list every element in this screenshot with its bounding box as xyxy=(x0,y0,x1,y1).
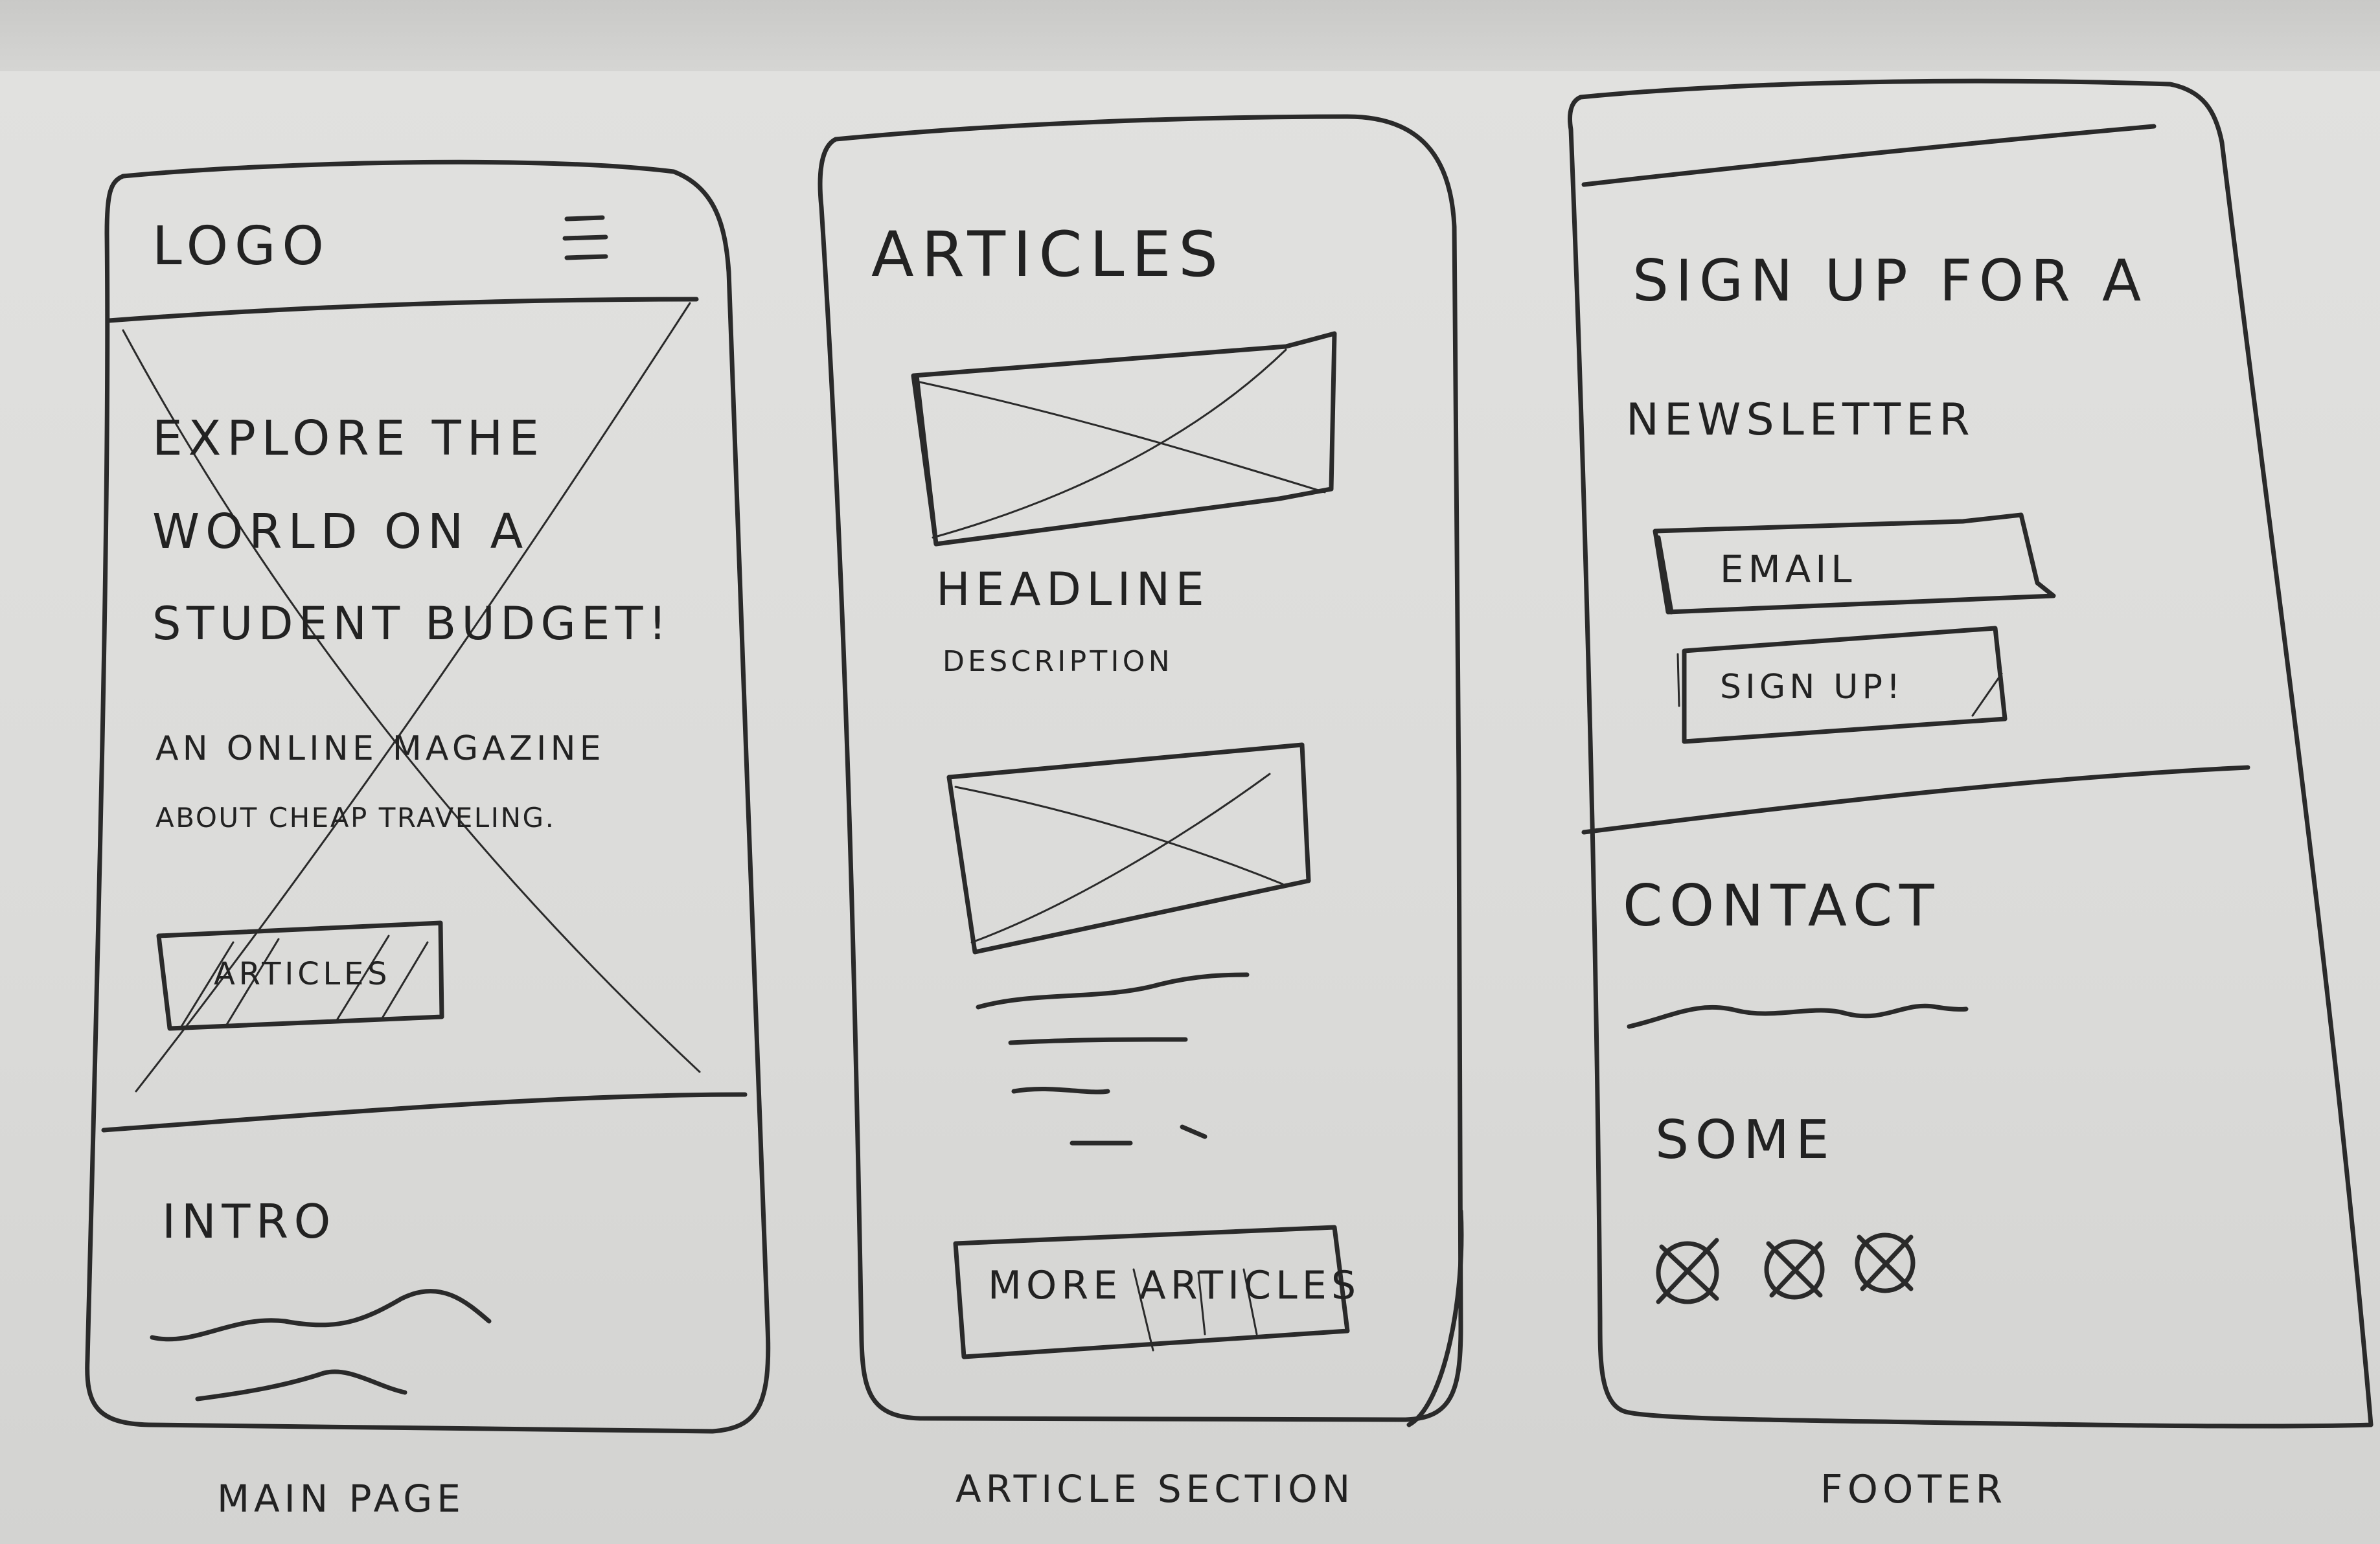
more-articles-label: MORE ARTICLES xyxy=(988,1263,1361,1308)
article-card-headline: HEADLINE xyxy=(936,563,1210,616)
article-card-image-2 xyxy=(946,742,1311,955)
footer-caption: FOOTER xyxy=(1820,1467,2008,1512)
signup-button-label: SIGN UP! xyxy=(1720,668,1905,707)
footer-phone-frame xyxy=(1568,78,2374,1429)
footer-top-divider xyxy=(1581,124,2157,187)
hero-image-cross-a xyxy=(122,329,701,1073)
main-page-header-divider xyxy=(106,297,699,323)
hero-title: EXPLORE THE WORLD ON A STUDENT BUDGET! xyxy=(152,414,672,646)
more-articles-button[interactable] xyxy=(953,1225,1350,1359)
article-section-caption: ARTICLE SECTION xyxy=(955,1467,1355,1511)
signup-button[interactable] xyxy=(1676,626,2008,744)
article-frame-extra-stroke xyxy=(1406,1209,1464,1427)
email-input[interactable] xyxy=(1653,512,2056,615)
contact-text-placeholder xyxy=(1627,1003,1969,1029)
hero-title-line-2: WORLD ON A xyxy=(152,504,529,560)
hero-image-cross-b xyxy=(135,302,691,1093)
social-heading: SOME xyxy=(1655,1109,1836,1171)
desk-background xyxy=(0,0,2380,81)
articles-cta-button[interactable] xyxy=(156,920,444,1031)
contact-heading: CONTACT xyxy=(1623,872,1941,939)
articles-heading: ARTICLES xyxy=(871,218,1226,291)
hero-subtitle-line-1: AN ONLINE MAGAZINE xyxy=(155,729,605,768)
newsletter-heading-line-1: SIGN UP FOR A xyxy=(1632,247,2148,314)
footer-middle-divider xyxy=(1581,765,2250,835)
article-text-placeholder xyxy=(976,972,1250,1146)
articles-cta-label: ARTICLES xyxy=(214,956,391,992)
hero-title-line-3: STUDENT BUDGET! xyxy=(152,597,672,650)
main-page-phone-frame xyxy=(85,159,771,1434)
hero-subtitle-line-2: ABOUT CHEAP TRAVELING. xyxy=(155,802,556,834)
email-placeholder: EMAIL xyxy=(1720,547,1857,591)
logo[interactable]: LOGO xyxy=(152,216,330,277)
article-section-phone-frame xyxy=(818,114,1463,1422)
social-icon-1[interactable] xyxy=(1656,1238,1719,1304)
social-icon-2[interactable] xyxy=(1764,1239,1825,1300)
article-card-description: DESCRIPTION xyxy=(943,645,1173,678)
intro-heading: INTRO xyxy=(162,1194,336,1249)
hero-title-line-1: EXPLORE THE xyxy=(152,411,545,466)
main-page-caption: MAIN PAGE xyxy=(217,1477,465,1521)
hero-subtitle: AN ONLINE MAGAZINE ABOUT CHEAP TRAVELING… xyxy=(155,732,605,832)
newsletter-heading-line-2: NEWSLETTER xyxy=(1626,394,1975,446)
hamburger-menu-icon[interactable] xyxy=(562,215,608,260)
paper-sheet xyxy=(0,71,2380,1544)
social-icon-3[interactable] xyxy=(1855,1232,1916,1293)
hero-bottom-divider xyxy=(101,1092,748,1133)
intro-text-placeholder xyxy=(150,1289,492,1402)
article-card-image-1 xyxy=(911,331,1337,547)
